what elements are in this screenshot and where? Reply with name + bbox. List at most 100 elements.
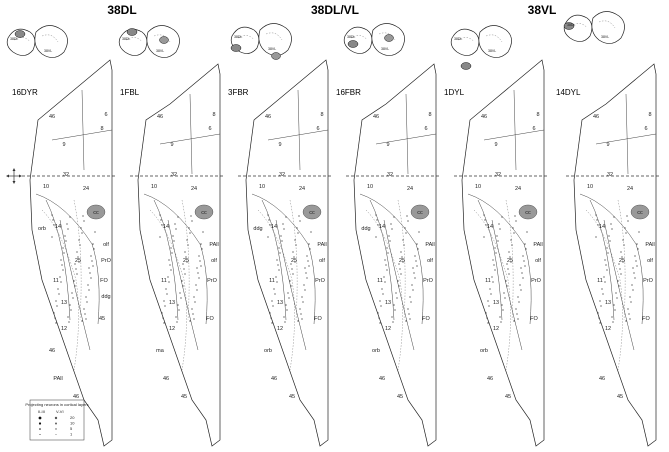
neuron-dot [271,322,273,324]
area-label: 9 [62,142,65,148]
neuron-dot [78,261,80,263]
neuron-dot [502,309,504,311]
neuron-dot [295,244,297,246]
neuron-dot [165,288,167,290]
area-label: 8 [100,126,103,132]
neuron-dot [69,304,71,306]
injection-site-marker [14,30,26,38]
neuron-dot [87,284,89,286]
neuron-dot [613,304,615,306]
neuron-dot [280,235,282,237]
neuron-dot [177,216,179,218]
area-label: orb [38,226,46,232]
neuron-dot [169,264,171,266]
neuron-dot [84,313,86,315]
neuron-dot [61,264,63,266]
neuron-dot [65,240,67,242]
legend-value: 5 [70,426,73,431]
neuron-dot [386,247,388,249]
area-label: 6 [424,126,427,132]
neuron-dot [375,214,377,216]
neuron-dot [505,280,507,282]
neuron-dot [92,265,94,267]
neuron-dot [80,227,82,229]
neuron-dot [198,277,200,279]
neuron-dot [286,309,288,311]
neuron-dot [415,260,417,262]
area-label: 14 [163,224,169,230]
neuron-dot [409,318,411,320]
neuron-dot [517,318,519,320]
neuron-dot [310,231,312,233]
legend-marker [38,422,42,425]
neuron-dot [83,220,85,222]
neuron-dot [513,232,515,234]
neuron-dot [285,304,287,306]
section-outline [245,59,329,447]
neuron-dot [637,248,639,250]
neuron-dot [407,220,409,222]
area-label: 13 [61,300,67,306]
legend-value: 1 [70,432,73,437]
neuron-dot [75,268,77,270]
neuron-dot [173,240,175,242]
neuron-dot [517,296,519,298]
legend-marker [54,416,58,420]
neuron-dot [521,272,523,274]
neuron-dot [602,293,604,295]
area-label: 9 [494,142,497,148]
area-label: 9 [278,142,281,148]
neuron-dot [55,322,57,324]
neuron-dot [518,301,520,303]
orientation-compass-icon [6,168,22,184]
area-label: 32 [63,172,69,178]
neuron-dot [78,239,80,241]
neuron-dot [403,244,405,246]
neuron-dot [189,320,191,322]
neuron-dot [380,305,382,307]
neuron-dot [392,321,394,323]
area-label: 10 [587,184,593,190]
area-label: ma [156,348,165,354]
neuron-dot [486,317,488,319]
neuron-dot [70,309,72,311]
neuron-dot [195,284,197,286]
area-label: orb [480,348,488,354]
neuron-dot [181,280,183,282]
neuron-dot [620,251,622,253]
neuron-dot [79,244,81,246]
neuron-dot [627,308,629,310]
neuron-dot [175,228,177,230]
neuron-dot [524,265,526,267]
neuron-dot [276,281,278,283]
neuron-dot [397,280,399,282]
legend-box [29,399,85,441]
area-label: 24 [627,186,633,192]
neuron-dot [624,227,626,229]
area-label: cc [637,210,643,216]
neuron-dot [93,248,95,250]
neuron-dot [608,235,610,237]
neuron-dot [298,215,300,217]
neuron-dot [271,300,273,302]
area-label: 6 [316,126,319,132]
area-label: 46 [481,114,487,120]
neuron-dot [202,231,204,233]
neuron-dot [606,247,608,249]
inset-area-label: 38DL [10,37,18,41]
neuron-dot [290,285,292,287]
area-label: PrO [423,278,434,284]
area-label: 11 [597,278,603,284]
neuron-dot [161,224,163,226]
neuron-dot [385,264,387,266]
neuron-dot [620,273,622,275]
area-label: 45 [617,394,623,400]
neuron-dot [74,263,76,265]
neuron-dot [292,273,294,275]
area-label: 45 [181,394,187,400]
legend-marker [39,428,41,430]
neuron-dot [193,318,195,320]
